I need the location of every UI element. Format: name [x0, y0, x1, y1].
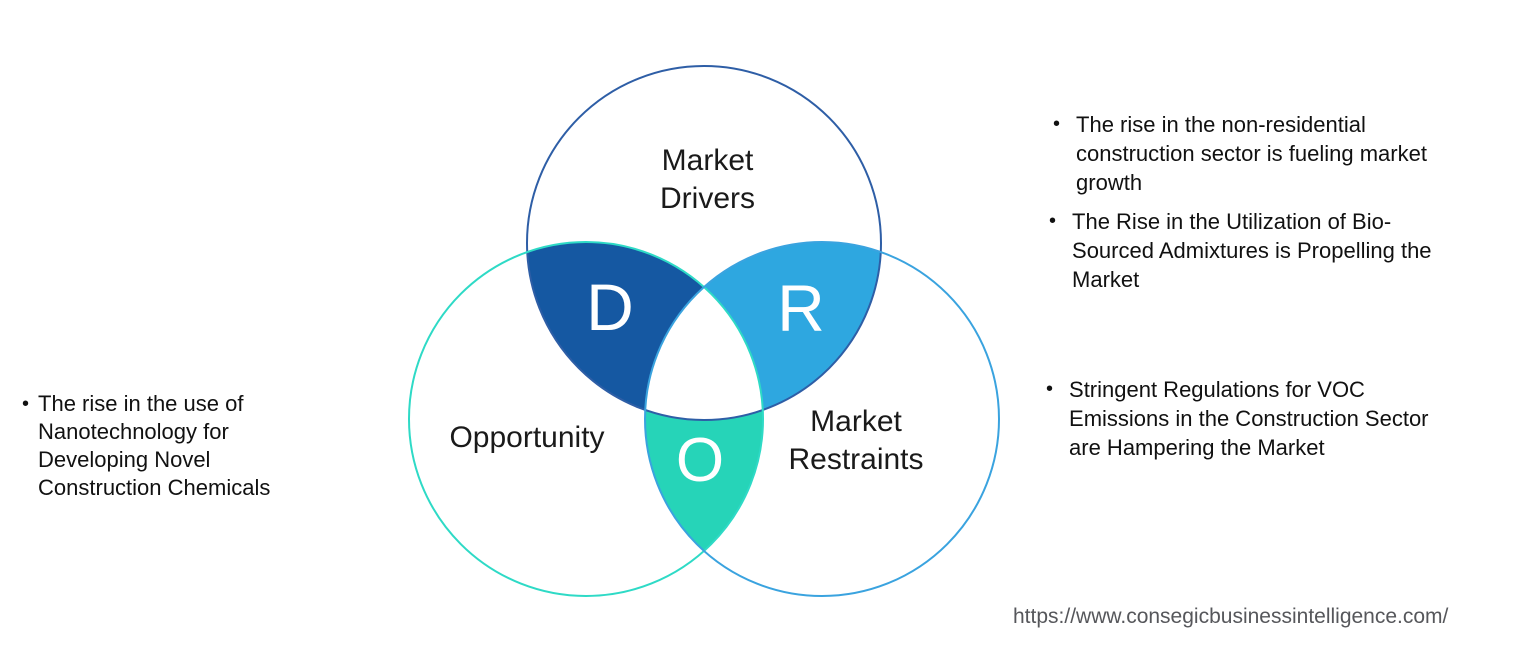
drivers-circle-outline	[526, 65, 882, 421]
label-market-restraints-line1: Market	[810, 405, 902, 438]
label-opportunity: Opportunity	[449, 421, 605, 454]
restraints-letter: R	[777, 271, 825, 345]
bullet-icon: •	[1046, 378, 1054, 400]
note-line: Construction Chemicals	[38, 475, 271, 500]
bullet-icon: •	[22, 393, 30, 415]
bullet-icon: •	[1053, 113, 1061, 135]
driver-note-1-text: The rise in the non-residential construc…	[1076, 110, 1427, 197]
drivers-letter: D	[586, 270, 634, 344]
note-line: are Hampering the Market	[1069, 435, 1325, 460]
note-line: The Rise in the Utilization of Bio-	[1072, 209, 1392, 234]
bullet-icon: •	[1049, 210, 1057, 232]
note-line: growth	[1076, 170, 1143, 195]
label-market-restraints-line2: Restraints	[788, 443, 924, 476]
label-market-restraints: Market Restraints	[746, 403, 966, 479]
source-url: https://www.consegicbusinessintelligence…	[1013, 605, 1449, 628]
label-market-drivers-line1: Market	[661, 144, 754, 177]
restraint-note: • Stringent Regulations for VOC Emission…	[1046, 375, 1429, 462]
driver-note-2: • The Rise in the Utilization of Bio- So…	[1049, 207, 1432, 294]
note-line: construction sector is fueling market	[1076, 141, 1427, 166]
label-market-drivers: Market Drivers	[605, 142, 810, 218]
opportunity-circle-outline	[408, 241, 764, 597]
note-line: Stringent Regulations for VOC	[1069, 377, 1365, 402]
note-line: Sourced Admixtures is Propelling the	[1072, 238, 1432, 263]
note-line: Developing Novel	[38, 447, 211, 472]
note-line: The rise in the use of	[38, 391, 244, 416]
opportunity-note-text: The rise in the use of Nanotechnology fo…	[38, 390, 270, 502]
restraint-note-text: Stringent Regulations for VOC Emissions …	[1069, 375, 1429, 462]
label-market-drivers-line2: Drivers	[660, 182, 755, 215]
driver-note-2-text: The Rise in the Utilization of Bio- Sour…	[1072, 207, 1432, 294]
note-line: The rise in the non-residential	[1076, 112, 1366, 137]
driver-note-1: • The rise in the non-residential constr…	[1053, 110, 1427, 197]
opportunity-note: • The rise in the use of Nanotechnology …	[22, 390, 270, 502]
note-line: Market	[1072, 267, 1140, 292]
opportunity-letter: O	[676, 426, 724, 495]
note-line: Emissions in the Construction Sector	[1069, 406, 1429, 431]
restraints-circle-outline	[644, 241, 1000, 597]
note-line: Nanotechnology for	[38, 419, 229, 444]
